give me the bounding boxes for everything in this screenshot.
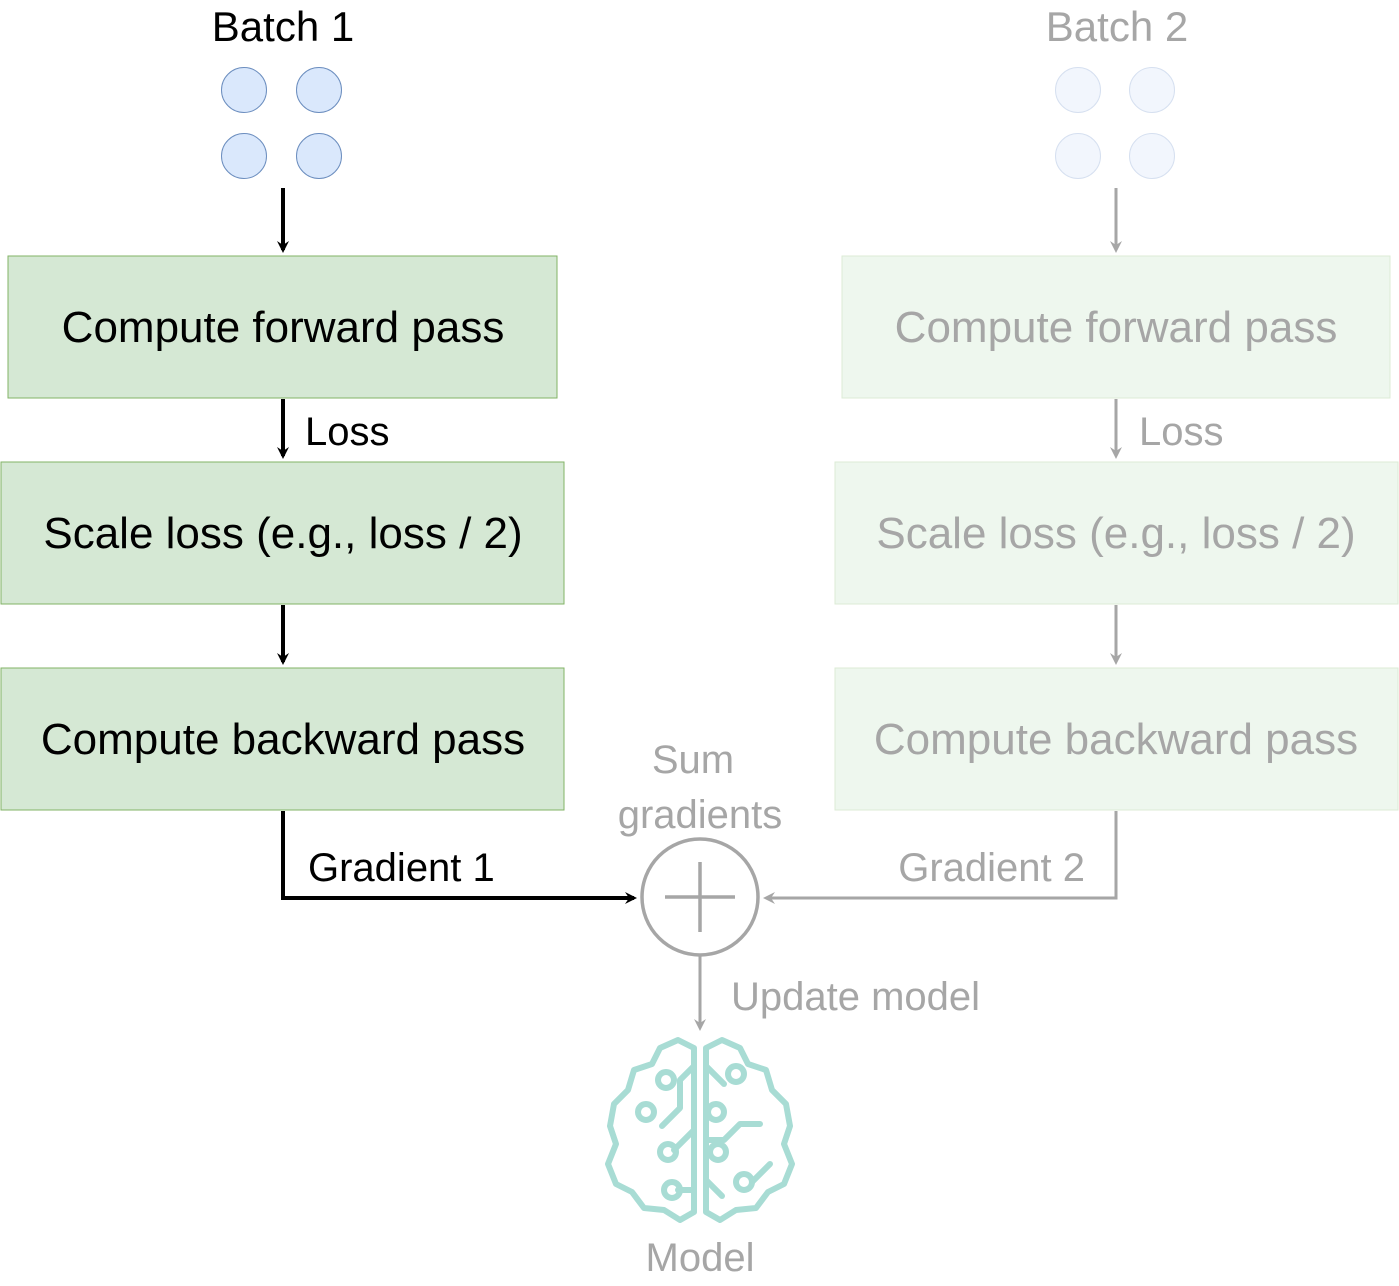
batch1-samples [221,67,342,179]
sum-label-line1: Sum [652,738,734,782]
plus-circle-icon [640,837,760,957]
batch1-scale-label: Scale loss (e.g., loss / 2) [43,509,522,558]
batch1-backward-label: Compute backward pass [41,715,525,764]
batch2-sample [1055,133,1101,179]
batch1-forward-label: Compute forward pass [62,303,505,352]
batch1-sample [296,133,342,179]
batch2-gradient-label: Gradient 2 [898,846,1085,890]
batch1-gradient-arrow [281,811,637,904]
model-label: Model [646,1236,755,1280]
batch2-sample [1055,67,1101,113]
batch2-forward-label: Compute forward pass [895,303,1338,352]
batch2-backward-label: Compute backward pass [874,715,1358,764]
batch1-title: Batch 1 [212,3,354,50]
batch2-title: Batch 2 [1046,3,1188,50]
batch2-scale-box [834,461,1399,605]
batch1-gradient-label: Gradient 1 [308,846,495,890]
batch1-sample [221,67,267,113]
batch2-gradient-arrow [763,811,1118,904]
batch2-samples [1055,67,1175,179]
brain-circuit-icon [605,1037,795,1223]
batch1-sample [221,133,267,179]
update-model-label: Update model [731,975,980,1019]
batch2-backward-box [834,667,1399,811]
batch1-backward-box [0,667,565,811]
batch1-scale-box [0,461,565,605]
batch2-scale-label: Scale loss (e.g., loss / 2) [876,509,1355,558]
batch2-sample [1129,133,1175,179]
batch1-forward-box [7,255,558,399]
batch2-forward-box [841,255,1391,399]
batch2-sample [1129,67,1175,113]
batch2-loss-label: Loss [1139,410,1224,454]
sum-label-line2: gradients [618,793,783,837]
batch1-sample [296,67,342,113]
batch1-loss-label: Loss [305,410,390,454]
